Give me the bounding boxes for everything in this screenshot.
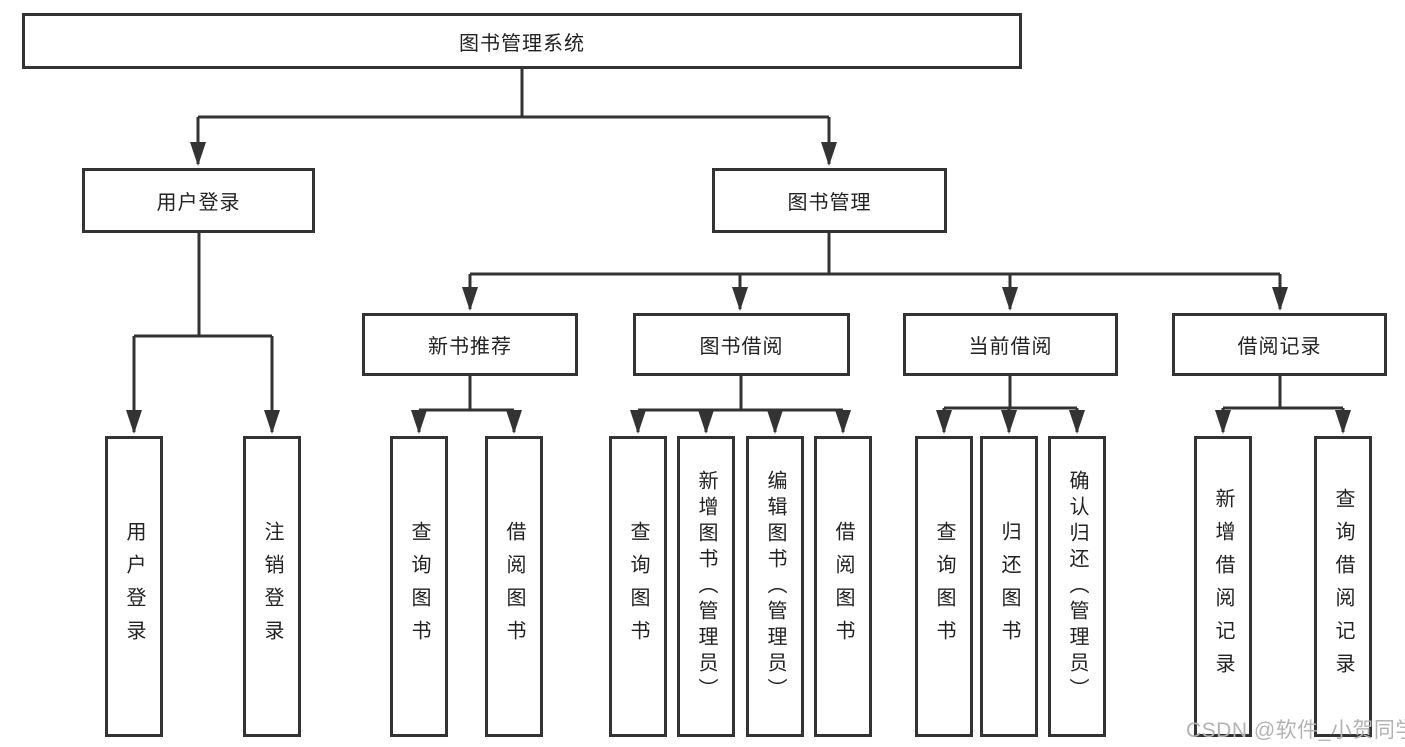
leaf-bb-query-books: 查询图书 — [609, 436, 667, 737]
node-current-borrow: 当前借阅 — [903, 313, 1118, 376]
connector-group — [126, 69, 1351, 434]
node-book-borrow: 图书借阅 — [633, 313, 850, 376]
leaf-user-login: 用户登录 — [105, 436, 163, 737]
node-borrow-records: 借阅记录 — [1172, 313, 1387, 376]
node-book-management: 图书管理 — [712, 168, 947, 233]
leaf-br-query-borrow-record: 查询借阅记录 — [1314, 436, 1372, 737]
leaf-bb-borrow-books: 借阅图书 — [814, 436, 872, 737]
leaf-cb-return-books: 归还图书 — [980, 436, 1038, 737]
leaf-bb-add-books-admin-label: 新增图书（管理员） — [695, 469, 717, 704]
csdn-watermark: CSDN @软件_小贺同学 — [1186, 719, 1405, 742]
leaf-cb-query-books-label: 查询图书 — [933, 520, 955, 653]
node-library-management-system: 图书管理系统 — [22, 13, 1022, 69]
leaf-br-add-borrow-record-label: 新增借阅记录 — [1212, 487, 1234, 686]
node-new-book-recommend: 新书推荐 — [362, 313, 578, 376]
leaf-cb-confirm-return-admin-label: 确认归还（管理员） — [1066, 469, 1088, 704]
leaf-bb-add-books-admin: 新增图书（管理员） — [677, 436, 735, 737]
leaf-bb-query-books-label: 查询图书 — [627, 520, 649, 653]
leaf-user-login-label: 用户登录 — [123, 520, 145, 653]
node-user-login: 用户登录 — [82, 168, 315, 233]
leaf-cb-return-books-label: 归还图书 — [998, 520, 1020, 653]
leaf-br-query-borrow-record-label: 查询借阅记录 — [1332, 487, 1354, 686]
leaf-nbr-query-books: 查询图书 — [390, 436, 448, 737]
leaf-br-add-borrow-record: 新增借阅记录 — [1194, 436, 1252, 737]
leaf-logout-label: 注销登录 — [261, 520, 283, 653]
leaf-nbr-query-books-label: 查询图书 — [408, 520, 430, 653]
leaf-nbr-borrow-books-label: 借阅图书 — [503, 520, 525, 653]
leaf-cb-confirm-return-admin: 确认归还（管理员） — [1048, 436, 1106, 737]
leaf-cb-query-books: 查询图书 — [915, 436, 973, 737]
leaf-bb-borrow-books-label: 借阅图书 — [832, 520, 854, 653]
leaf-logout: 注销登录 — [243, 436, 301, 737]
leaf-bb-edit-books-admin: 编辑图书（管理员） — [746, 436, 804, 737]
leaf-bb-edit-books-admin-label: 编辑图书（管理员） — [764, 469, 786, 704]
leaf-nbr-borrow-books: 借阅图书 — [485, 436, 543, 737]
